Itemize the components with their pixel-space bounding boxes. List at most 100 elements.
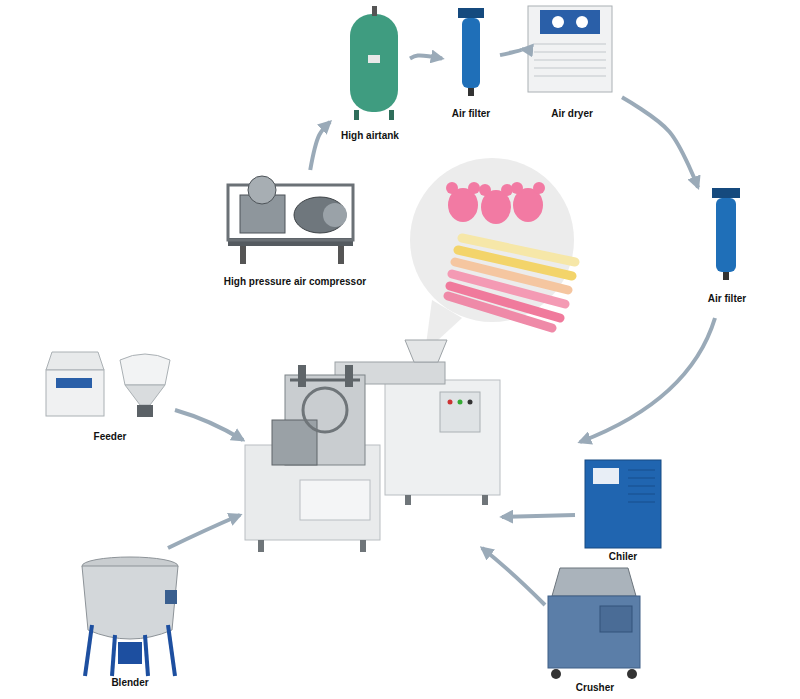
flow-arrow bbox=[580, 318, 715, 442]
tank-leg bbox=[389, 110, 394, 120]
compressor-fan bbox=[248, 176, 276, 204]
hopper-valve bbox=[137, 405, 153, 417]
blender-motor bbox=[118, 642, 142, 664]
extruder-cabinet bbox=[385, 380, 500, 495]
equipment-label: Air dryer bbox=[512, 108, 632, 120]
equipment-label: Blender bbox=[65, 677, 195, 689]
control-panel bbox=[440, 392, 480, 432]
equipment-node: Air dryer bbox=[522, 2, 622, 120]
rotary-wheel bbox=[303, 388, 347, 432]
flow-arrow bbox=[168, 515, 240, 548]
equipment-label: High airtank bbox=[320, 130, 420, 142]
motor-end bbox=[323, 203, 347, 227]
machine-leg bbox=[482, 495, 488, 505]
equipment-label: Crusher bbox=[530, 682, 660, 694]
pressure-gauge bbox=[576, 16, 588, 28]
blender-legs bbox=[85, 625, 175, 676]
blender-switch bbox=[165, 590, 177, 604]
material-hopper bbox=[405, 340, 447, 362]
dryer-cabinet bbox=[528, 6, 612, 92]
tank-leg bbox=[354, 110, 359, 120]
equipment-node: High airtank bbox=[330, 4, 410, 142]
compressor-leg bbox=[240, 246, 246, 264]
filter-body bbox=[716, 198, 736, 272]
feeder-drawing bbox=[46, 352, 170, 417]
equipment-node: High pressure air compressor bbox=[215, 170, 375, 288]
tube-products bbox=[448, 238, 575, 328]
product-bubble bbox=[410, 158, 575, 352]
chiler-cabinet bbox=[585, 460, 661, 548]
chiler-drawing bbox=[585, 460, 661, 548]
compressor-frame bbox=[228, 185, 353, 240]
equipment-node: Air filter bbox=[442, 4, 500, 120]
equipment-node: Crusher bbox=[540, 562, 650, 694]
crusher-drawing bbox=[548, 568, 640, 679]
panel-button bbox=[448, 400, 453, 405]
tank-body bbox=[350, 14, 398, 112]
flow-arrow bbox=[175, 410, 243, 440]
machine-leg bbox=[405, 495, 411, 505]
panel-button bbox=[468, 400, 473, 405]
bear-products bbox=[446, 182, 545, 224]
bear-ear bbox=[479, 184, 491, 196]
flow-arrow bbox=[500, 49, 523, 55]
machine-leg bbox=[360, 540, 366, 552]
cylinder-part bbox=[298, 365, 306, 387]
panel-button bbox=[458, 400, 463, 405]
flow-arrow bbox=[622, 97, 698, 187]
equipment-label: High pressure air compressor bbox=[205, 276, 385, 288]
cylinder-part bbox=[345, 365, 353, 387]
flow-arrow bbox=[502, 515, 575, 517]
pressure-gauge bbox=[552, 16, 564, 28]
dryer-panel bbox=[540, 10, 600, 34]
compressor-drawing bbox=[228, 176, 353, 264]
blender-drum bbox=[82, 566, 178, 639]
hopper-cone bbox=[125, 385, 165, 405]
product-tube bbox=[448, 296, 552, 328]
air-filter-drawing bbox=[712, 188, 740, 280]
filter-head bbox=[458, 8, 484, 18]
feeder-cabinet bbox=[46, 370, 104, 416]
airtank-drawing bbox=[350, 6, 398, 120]
main-machine bbox=[245, 340, 500, 552]
equipment-label: Chiler bbox=[570, 551, 676, 563]
filter-drain bbox=[468, 88, 474, 96]
flow-arrow bbox=[410, 56, 442, 59]
bubble-circle bbox=[410, 158, 574, 322]
blender-drawing bbox=[82, 557, 178, 676]
dryer-grille bbox=[534, 44, 606, 76]
crusher-wheel bbox=[627, 669, 637, 679]
bear-ear bbox=[501, 184, 513, 196]
flow-arrow bbox=[310, 122, 330, 170]
equipment-label: Air filter bbox=[432, 108, 510, 120]
chiler-panel bbox=[593, 468, 619, 484]
feeder-panel bbox=[56, 378, 92, 388]
flow-arrow bbox=[482, 548, 545, 605]
tank-valve bbox=[372, 6, 377, 16]
crusher-motor bbox=[600, 606, 632, 632]
air-dryer-drawing bbox=[528, 6, 612, 92]
bear-ear bbox=[511, 182, 523, 194]
air-filter-drawing bbox=[458, 8, 484, 96]
equipment-node: Chiler bbox=[580, 455, 666, 563]
bear-ear bbox=[468, 182, 480, 194]
machine-leg bbox=[258, 540, 264, 552]
filter-head bbox=[712, 188, 740, 198]
feed-arrows bbox=[168, 318, 715, 605]
crusher-body bbox=[548, 596, 640, 668]
machine-door bbox=[300, 480, 370, 520]
tank-plate bbox=[368, 55, 380, 63]
chiler-grille bbox=[628, 470, 655, 502]
filter-drain bbox=[723, 272, 729, 280]
bear-ear bbox=[533, 182, 545, 194]
equipment-label: Air filter bbox=[688, 293, 766, 305]
equipment-node: Blender bbox=[75, 553, 185, 689]
filter-body bbox=[462, 18, 480, 88]
equipment-node: Feeder bbox=[40, 345, 180, 443]
compressor-motor bbox=[294, 197, 346, 233]
bear-ear bbox=[446, 182, 458, 194]
crusher-wheel bbox=[551, 669, 561, 679]
crusher-hopper bbox=[552, 568, 636, 596]
